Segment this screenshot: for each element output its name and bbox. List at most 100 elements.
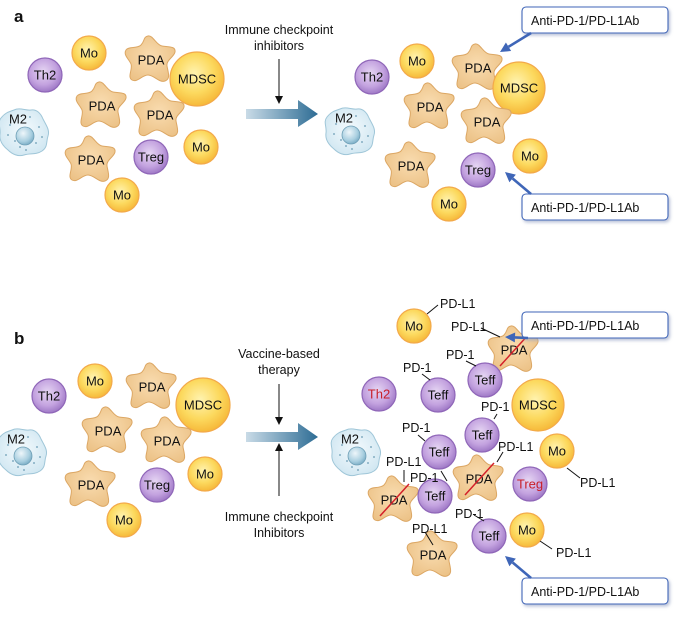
cell-treg: Treg bbox=[460, 152, 496, 188]
transition-arrow-a bbox=[246, 100, 318, 127]
svg-text:Immune checkpoint: Immune checkpoint bbox=[225, 510, 334, 524]
marker-leader-line bbox=[426, 304, 439, 315]
treatment-label-b-checkpoint: Immune checkpoint Inhibitors bbox=[225, 510, 334, 540]
cell-mo: Mo bbox=[106, 502, 142, 538]
treatment-down-arrowhead-a bbox=[275, 96, 283, 104]
cell-teff: Teff bbox=[420, 377, 456, 413]
blocked-cross-line bbox=[379, 483, 410, 517]
m2-granule bbox=[33, 462, 35, 464]
blocked-cross-line bbox=[464, 462, 495, 496]
pda-body bbox=[64, 135, 116, 182]
cell-label: PDA bbox=[417, 100, 444, 115]
m2-granule bbox=[357, 469, 359, 471]
m2-granule bbox=[340, 139, 342, 141]
treg-body bbox=[512, 466, 548, 502]
antibody-callout: Anti-PD-1/PD-L1Ab bbox=[505, 556, 669, 605]
pda-body bbox=[125, 362, 177, 409]
cell-mo: Mo bbox=[509, 512, 545, 548]
transition-arrow-b bbox=[246, 423, 318, 450]
m2-granule bbox=[29, 116, 31, 118]
marker-label-pd-l1: PD-L1 bbox=[412, 522, 447, 536]
mo-body bbox=[399, 43, 435, 79]
m2-granule bbox=[335, 123, 337, 125]
m2-granule bbox=[341, 444, 343, 446]
cell-label: Teff bbox=[428, 388, 449, 403]
m2-granule bbox=[39, 456, 41, 458]
marker-label-pd-l1: PD-L1 bbox=[498, 440, 533, 454]
cell-label: Th2 bbox=[34, 68, 56, 83]
cell-label: PDA bbox=[78, 153, 105, 168]
cell-mo: Mo bbox=[183, 129, 219, 165]
cell-mo: Mo bbox=[104, 177, 140, 213]
marker-label-pd-1: PD-1 bbox=[410, 471, 439, 485]
antibody-callout-box bbox=[521, 6, 669, 34]
m2-granule bbox=[7, 134, 9, 136]
cell-pda: PDA bbox=[124, 35, 176, 82]
cell-label: MDSC bbox=[184, 398, 222, 413]
treatment-down-arrowhead-b bbox=[275, 417, 283, 425]
cell-th2: Th2 bbox=[361, 376, 397, 412]
marker-label-pd-l1: PD-L1 bbox=[580, 476, 615, 490]
pda-body bbox=[75, 81, 127, 128]
cell-mdsc: MDSC bbox=[492, 61, 546, 115]
treg-body bbox=[133, 139, 169, 175]
marker-leader-line bbox=[493, 413, 498, 420]
cell-mdsc: MDSC bbox=[511, 378, 565, 432]
cell-label: Mo bbox=[408, 54, 426, 69]
cell-label: MDSC bbox=[178, 72, 216, 87]
svg-text:therapy: therapy bbox=[258, 363, 300, 377]
m2-granule bbox=[361, 141, 363, 143]
m2-granule bbox=[339, 454, 341, 456]
marker-label-pd-1: PD-1 bbox=[403, 361, 432, 375]
m2-granule bbox=[367, 462, 369, 464]
m2-granule bbox=[7, 444, 9, 446]
cell-label: Treg bbox=[138, 150, 164, 165]
antibody-arrow-shaft bbox=[507, 31, 532, 48]
marker-leader-line bbox=[424, 531, 434, 546]
cell-treg: Treg bbox=[512, 466, 548, 502]
marker-leader-line bbox=[539, 540, 553, 550]
cell-label: Mo bbox=[440, 197, 458, 212]
antibody-arrowhead bbox=[505, 556, 516, 567]
cell-treg: Treg bbox=[139, 467, 175, 503]
antibody-callout: Anti-PD-1/PD-L1Ab bbox=[500, 6, 669, 52]
cell-mdsc: MDSC bbox=[169, 51, 225, 107]
m2-granule bbox=[27, 436, 29, 438]
marker-label-pd-l1: PD-L1 bbox=[440, 297, 475, 311]
marker-label-pd-1: PD-1 bbox=[481, 400, 510, 414]
antibody-arrow-shaft bbox=[514, 336, 529, 340]
svg-text:Vaccine-based: Vaccine-based bbox=[238, 347, 320, 361]
m2-granule bbox=[17, 466, 19, 468]
m2-granule bbox=[25, 149, 27, 151]
cell-label: PDA bbox=[398, 159, 425, 174]
mdsc-body bbox=[175, 377, 231, 433]
mo-body bbox=[71, 35, 107, 71]
m2-granule bbox=[23, 469, 25, 471]
cell-label: PDA bbox=[89, 99, 116, 114]
mdsc-body bbox=[492, 61, 546, 115]
m2-granule bbox=[19, 146, 21, 148]
cell-label: M2 bbox=[7, 432, 25, 447]
antibody-arrowhead bbox=[505, 172, 516, 183]
teff-body bbox=[417, 478, 453, 514]
cell-label: MDSC bbox=[500, 81, 538, 96]
antibody-callout: Anti-PD-1/PD-L1Ab bbox=[505, 172, 669, 221]
antibody-callout-label: Anti-PD-1/PD-L1Ab bbox=[531, 201, 639, 215]
th2-body bbox=[31, 378, 67, 414]
pda-body bbox=[124, 35, 176, 82]
cell-mo: Mo bbox=[431, 186, 467, 222]
m2-granule bbox=[373, 456, 375, 458]
pda-body bbox=[403, 82, 455, 129]
marker-label-pd-1: PD-1 bbox=[446, 348, 475, 362]
mo-body bbox=[431, 186, 467, 222]
cell-label: PDA bbox=[465, 61, 492, 76]
cell-label: Mo bbox=[521, 149, 539, 164]
cell-m2: M2 bbox=[330, 428, 381, 477]
marker-leader-line bbox=[566, 467, 581, 479]
cell-label: Th2 bbox=[368, 387, 390, 402]
mdsc-body bbox=[169, 51, 225, 107]
pda-body bbox=[81, 406, 133, 453]
cell-mo: Mo bbox=[399, 43, 435, 79]
